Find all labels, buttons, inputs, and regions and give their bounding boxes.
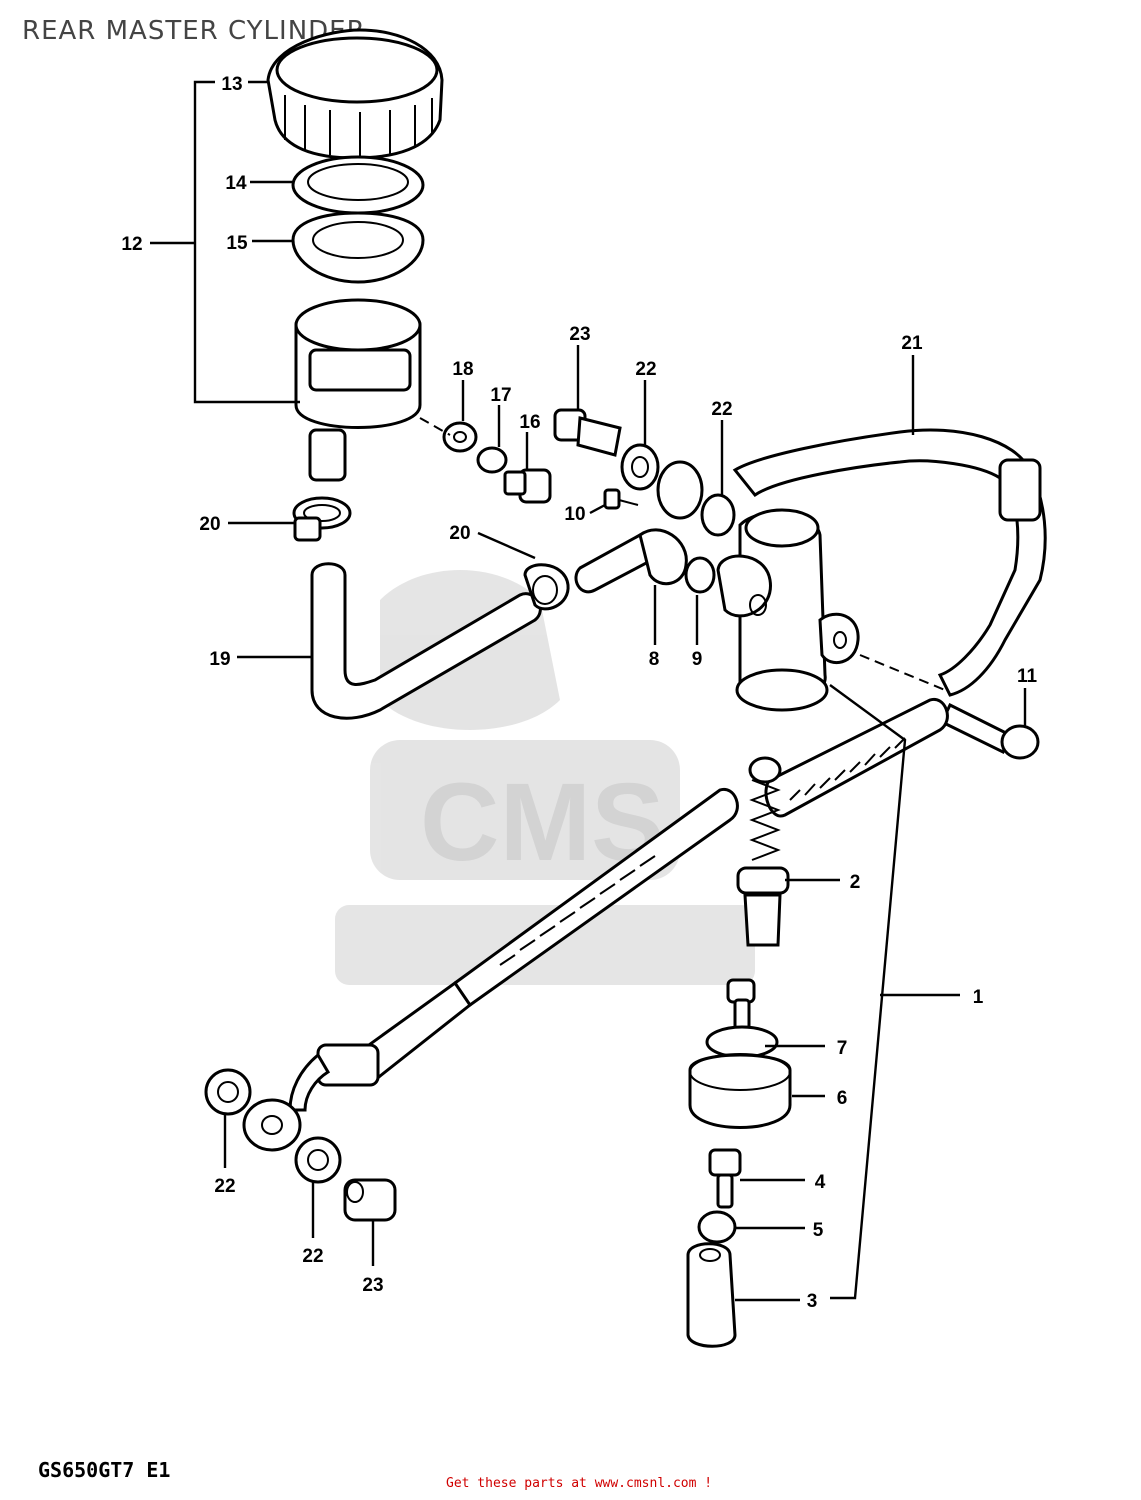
diaphragm-plate [291, 155, 425, 215]
bracket-1 [829, 684, 960, 1300]
union-bolt-23 [553, 408, 622, 457]
inlet-connector [574, 528, 688, 594]
callout-21: 21 [901, 333, 923, 354]
callout-17: 17 [490, 385, 511, 406]
reservoir-body [294, 298, 422, 482]
diaphragm [291, 211, 425, 284]
pushrod-boot [764, 697, 949, 818]
callout-7: 7 [837, 1038, 848, 1059]
bolt-16 [503, 468, 552, 504]
callout-5: 5 [813, 1220, 824, 1241]
callout-13: 13 [221, 74, 242, 95]
master-cylinder-body [716, 508, 860, 712]
brake-hose-lower [242, 787, 739, 1152]
washer-22-mid [700, 493, 736, 537]
callout-22-left: 22 [214, 1176, 235, 1197]
washer-22-top [620, 443, 660, 491]
piston-assembly [688, 978, 792, 1129]
callout-9: 9 [692, 649, 703, 670]
union-bolt-23-low [343, 1178, 397, 1222]
pushrod-4 [708, 1148, 742, 1209]
callout-14: 14 [225, 173, 247, 194]
banjo-fitting [656, 460, 704, 520]
footer-link[interactable]: Get these parts at www.cmsnl.com ! [446, 1476, 713, 1491]
callout-20-left: 20 [199, 514, 220, 535]
o-ring-9 [684, 556, 716, 594]
bolt-11 [940, 702, 1040, 760]
callout-18: 18 [452, 359, 473, 380]
callout-8: 8 [649, 649, 660, 670]
callout-23-low: 23 [362, 1275, 383, 1296]
callout-3: 3 [807, 1291, 818, 1312]
screw-10 [603, 488, 639, 510]
nut-5 [697, 1210, 737, 1244]
callout-11: 11 [1017, 666, 1038, 687]
hose-clamp-right [523, 563, 570, 611]
callout-10: 10 [564, 504, 585, 525]
callout-4: 4 [815, 1172, 826, 1193]
callout-22-top: 22 [635, 359, 656, 380]
clevis-3 [686, 1242, 737, 1348]
bracket-12 [150, 80, 300, 404]
callout-16: 16 [519, 412, 540, 433]
callout-22-low: 22 [302, 1246, 323, 1267]
callout-20-right: 20 [449, 523, 470, 544]
brake-hose-21 [732, 428, 1047, 697]
callout-19: 19 [209, 649, 230, 670]
washer-17 [476, 446, 508, 474]
callout-2: 2 [850, 872, 861, 893]
callout-1: 1 [973, 987, 984, 1008]
callout-6: 6 [837, 1088, 848, 1109]
washer-22-low [294, 1136, 342, 1184]
washer-22-left [204, 1068, 252, 1116]
hose-clamp-left [292, 496, 352, 542]
model-code: GS650GT7 E1 [38, 1458, 171, 1482]
reservoir-hose [310, 562, 542, 720]
reservoir-cap [266, 28, 444, 160]
callout-15: 15 [226, 233, 248, 254]
spring-2 [736, 756, 790, 947]
callout-22-mid: 22 [711, 399, 732, 420]
callout-23-top: 23 [569, 324, 590, 345]
washer-18 [442, 421, 478, 453]
callout-12: 12 [121, 234, 142, 255]
